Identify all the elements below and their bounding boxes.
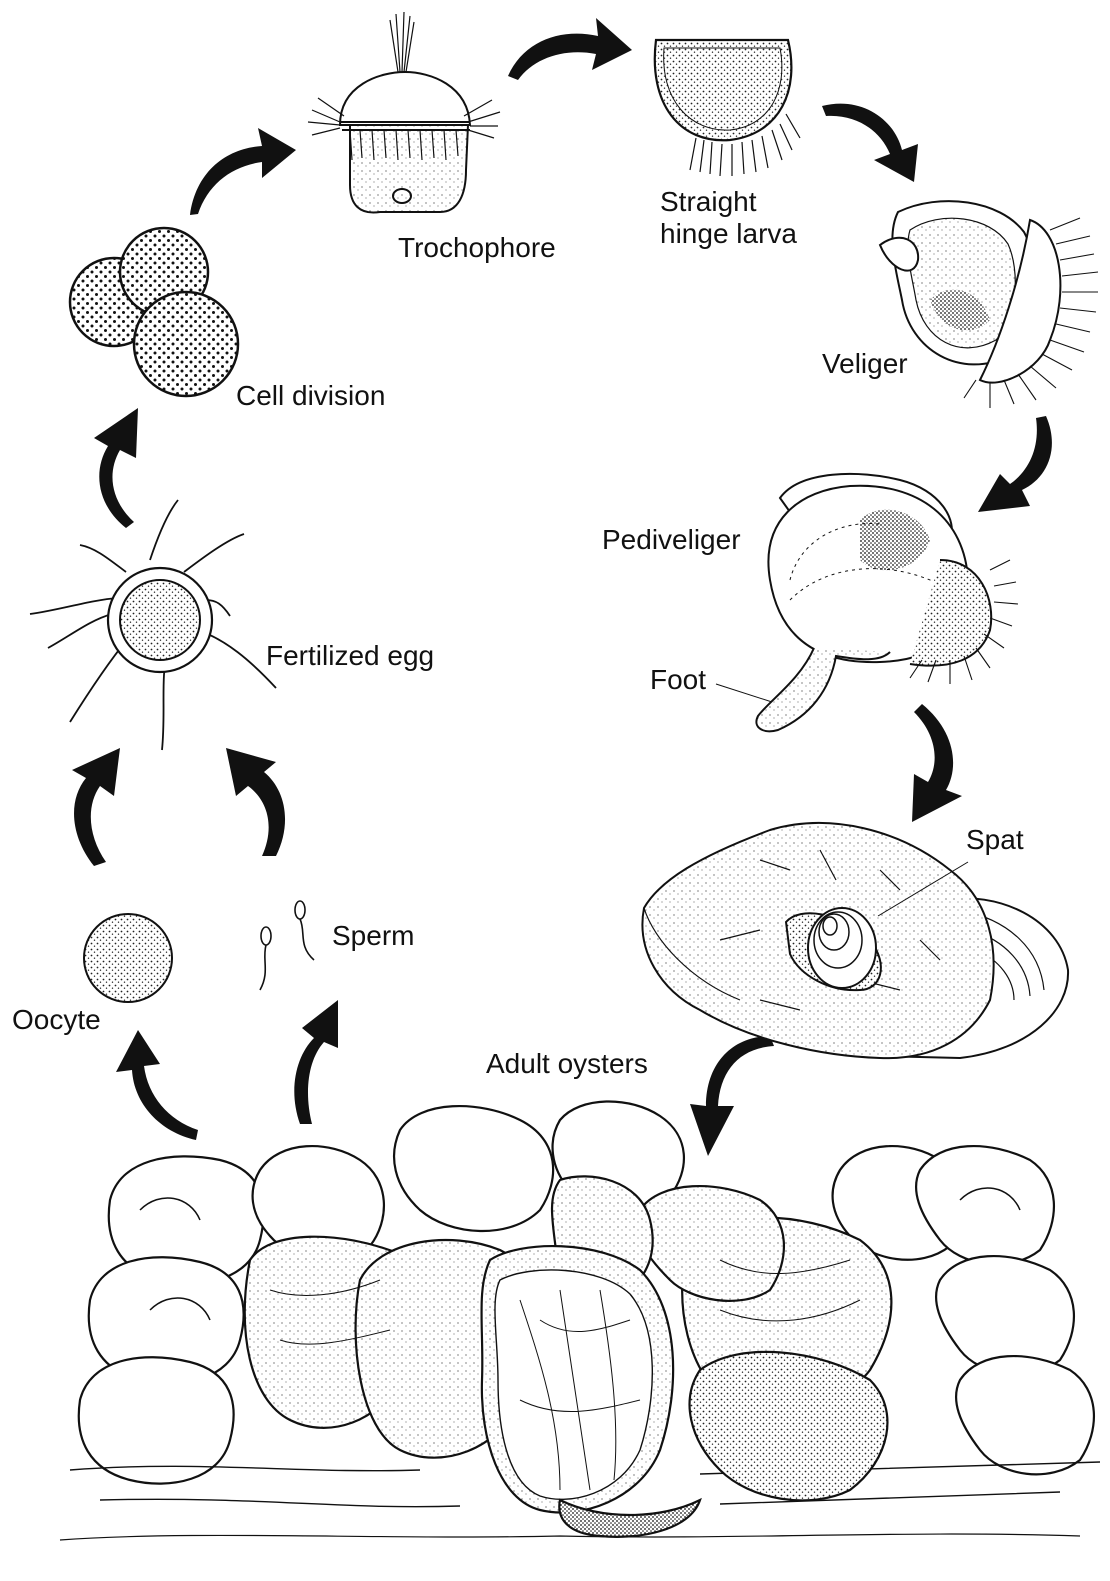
cell-division-illustration <box>70 228 238 396</box>
label-straight-hinge-line1: Straight <box>660 186 850 218</box>
label-straight-hinge-larva: Straight hinge larva <box>660 186 850 250</box>
label-trochophore: Trochophore <box>398 232 556 264</box>
label-fertilized-egg: Fertilized egg <box>266 640 434 672</box>
label-oocyte: Oocyte <box>12 1004 101 1036</box>
arrow-fertilized-egg-to-cell-division <box>94 408 138 528</box>
foot-leader-line <box>716 684 772 702</box>
spat-on-shell-illustration <box>642 823 1068 1058</box>
fertilized-egg-illustration <box>30 500 276 750</box>
arrow-adults-to-oocyte <box>116 1030 198 1140</box>
label-sperm: Sperm <box>332 920 414 952</box>
trochophore-illustration <box>308 12 500 213</box>
arrow-adults-to-sperm <box>294 1000 338 1124</box>
label-straight-hinge-line2: hinge larva <box>660 218 850 250</box>
arrow-veliger-to-pediveliger <box>978 416 1052 512</box>
sperm-illustration <box>260 901 314 990</box>
arrow-cell-division-to-trochophore <box>190 128 296 215</box>
label-cell-division: Cell division <box>236 380 385 412</box>
arrow-straight-hinge-to-veliger <box>822 104 918 182</box>
label-spat: Spat <box>966 824 1024 856</box>
label-pediveliger: Pediveliger <box>602 524 741 556</box>
label-adult-oysters: Adult oysters <box>486 1048 648 1080</box>
arrow-spat-to-adults <box>690 1036 774 1156</box>
label-veliger: Veliger <box>822 348 908 380</box>
arrow-sperm-to-fertilized-egg <box>226 748 285 856</box>
oocyte-illustration <box>84 914 172 1002</box>
arrow-pediveliger-to-spat <box>912 704 962 822</box>
pediveliger-illustration <box>716 474 1018 731</box>
label-foot: Foot <box>650 664 706 696</box>
arrow-trochophore-to-straight-hinge <box>508 18 632 80</box>
adult-oysters-illustration <box>60 1101 1100 1540</box>
arrow-oocyte-to-fertilized-egg <box>72 748 120 866</box>
straight-hinge-larva-illustration <box>655 40 800 176</box>
veliger-illustration <box>880 201 1098 408</box>
